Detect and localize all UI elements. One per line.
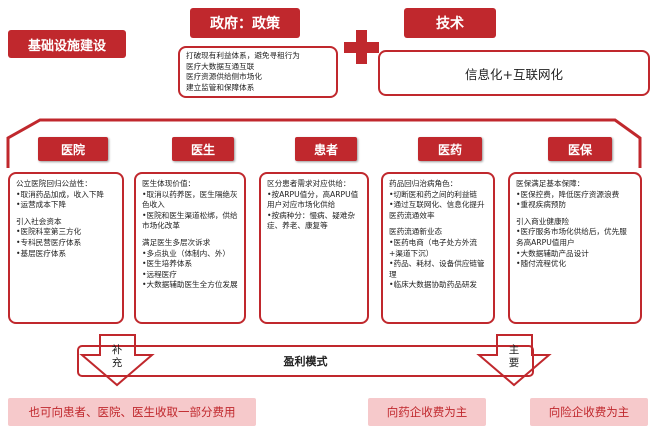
pharma-line: •通过互联网化、信息化提升医药流通效率 (389, 200, 485, 220)
government-policy-list: 打破现有利益体系，避免寻租行为 医疗大数据互通互联 医疗资源供给侧市场化 建立监… (178, 46, 338, 98)
doctor-line: •多点执业（体制内、外） (142, 248, 231, 258)
hospital-line: •基层医疗体系 (16, 248, 67, 258)
insurance-line: •随付流程优化 (516, 259, 567, 269)
bracket-line (6, 118, 642, 168)
insurance-line: •重视疾病预防 (516, 200, 567, 210)
doctor-line: •取消以药养医，医生隔绝灰色收入 (142, 189, 238, 210)
insurance-line: •医保控费，降低医疗资源浪费 (516, 189, 620, 199)
plus-icon-bar (344, 42, 379, 53)
hospital-line: 公立医院回归公益性： (16, 179, 92, 188)
insurance-line: •医疗服务市场化供给后，优先服务高ARPU值用户 (516, 227, 627, 247)
main-label: 主要 (508, 344, 520, 369)
patient-line: •按病种分：慢病、疑难杂症、养老、康复等 (267, 210, 356, 231)
doctor-line: •大数据辅助医生全方位发展 (142, 280, 238, 290)
tab-pharma: 医药 (418, 137, 482, 161)
technology-box: 信息化+互联网化 (378, 50, 650, 96)
insurance-column: 医保满足基本保障： •医保控费，降低医疗资源浪费 •重视疾病预防 引入商业健康险… (508, 172, 642, 324)
doctor-line: 医生体现价值： (142, 179, 196, 188)
patient-line: 区分患者需求对应供给： (267, 179, 351, 188)
pharma-line: •药品、耗材、设备供应链管理 (389, 259, 485, 279)
patient-column: 区分患者需求对应供给： •按ARPU值分，高ARPU值用户对应市场化供给 •按病… (259, 172, 369, 324)
hospital-line: •取消药品加成，收入下降 (16, 189, 105, 199)
pharma-line: 药品回归治病角色： (389, 179, 458, 188)
revenue-insurance: 向险企收费为主 (530, 398, 648, 426)
infrastructure-label: 基础设施建设 (8, 30, 126, 58)
revenue-pharma: 向药企收费为主 (368, 398, 486, 426)
tab-hospital: 医院 (38, 137, 108, 161)
insurance-line: 引入商业健康险 (516, 216, 570, 226)
hospital-line: •运营成本下降 (16, 200, 67, 210)
insurance-line: 医保满足基本保障： (516, 179, 585, 188)
doctor-line: •远程医疗 (142, 269, 177, 279)
insurance-line: •大数据辅助产品设计 (516, 248, 589, 258)
patient-line: •按ARPU值分，高ARPU值用户对应市场化供给 (267, 189, 359, 210)
tab-patient: 患者 (295, 137, 357, 161)
hospital-line: •医院科室第三方化 (16, 227, 82, 237)
hospital-line: 引入社会资本 (16, 216, 62, 226)
gov-item: 打破现有利益体系，避免寻租行为 (186, 51, 300, 60)
technology-label: 技术 (404, 8, 496, 38)
pharma-line: •临床大数据协助药品研发 (389, 280, 478, 290)
pharma-line: 医药流通新业态 (389, 227, 443, 237)
revenue-other-parties: 也可向患者、医院、医生收取一部分费用 (8, 398, 256, 426)
profit-box-outline (77, 345, 534, 377)
hospital-line: •专科民营医疗体系 (16, 237, 82, 247)
pharma-line: •医药电商（电子处方外流+渠道下沉） (389, 237, 478, 258)
pharma-column: 药品回归治病角色： •切断医和药之间的利益链 •通过互联网化、信息化提升医药流通… (381, 172, 495, 324)
tab-insurance: 医保 (548, 137, 612, 161)
supplement-label: 补充 (111, 344, 123, 369)
government-policy-label: 政府：政策 (190, 8, 300, 38)
hospital-column: 公立医院回归公益性： •取消药品加成，收入下降 •运营成本下降 引入社会资本 •… (8, 172, 124, 324)
pharma-line: •切断医和药之间的利益链 (389, 189, 478, 199)
supplement-arrow (79, 334, 155, 387)
profit-model-label: 盈利模式 (283, 355, 328, 368)
gov-item: 医疗大数据互通互联 (186, 61, 255, 71)
gov-item: 建立监管和保障体系 (186, 82, 255, 92)
gov-item: 医疗资源供给侧市场化 (186, 72, 262, 81)
doctor-column: 医生体现价值： •取消以药养医，医生隔绝灰色收入 •医院和医生渠道松绑，供给市场… (134, 172, 246, 324)
tab-doctor: 医生 (172, 137, 234, 161)
doctor-line: •医生培养体系 (142, 259, 193, 269)
doctor-line: 满足医生多层次诉求 (142, 237, 211, 247)
doctor-line: •医院和医生渠道松绑，供给市场化改革 (142, 210, 238, 231)
